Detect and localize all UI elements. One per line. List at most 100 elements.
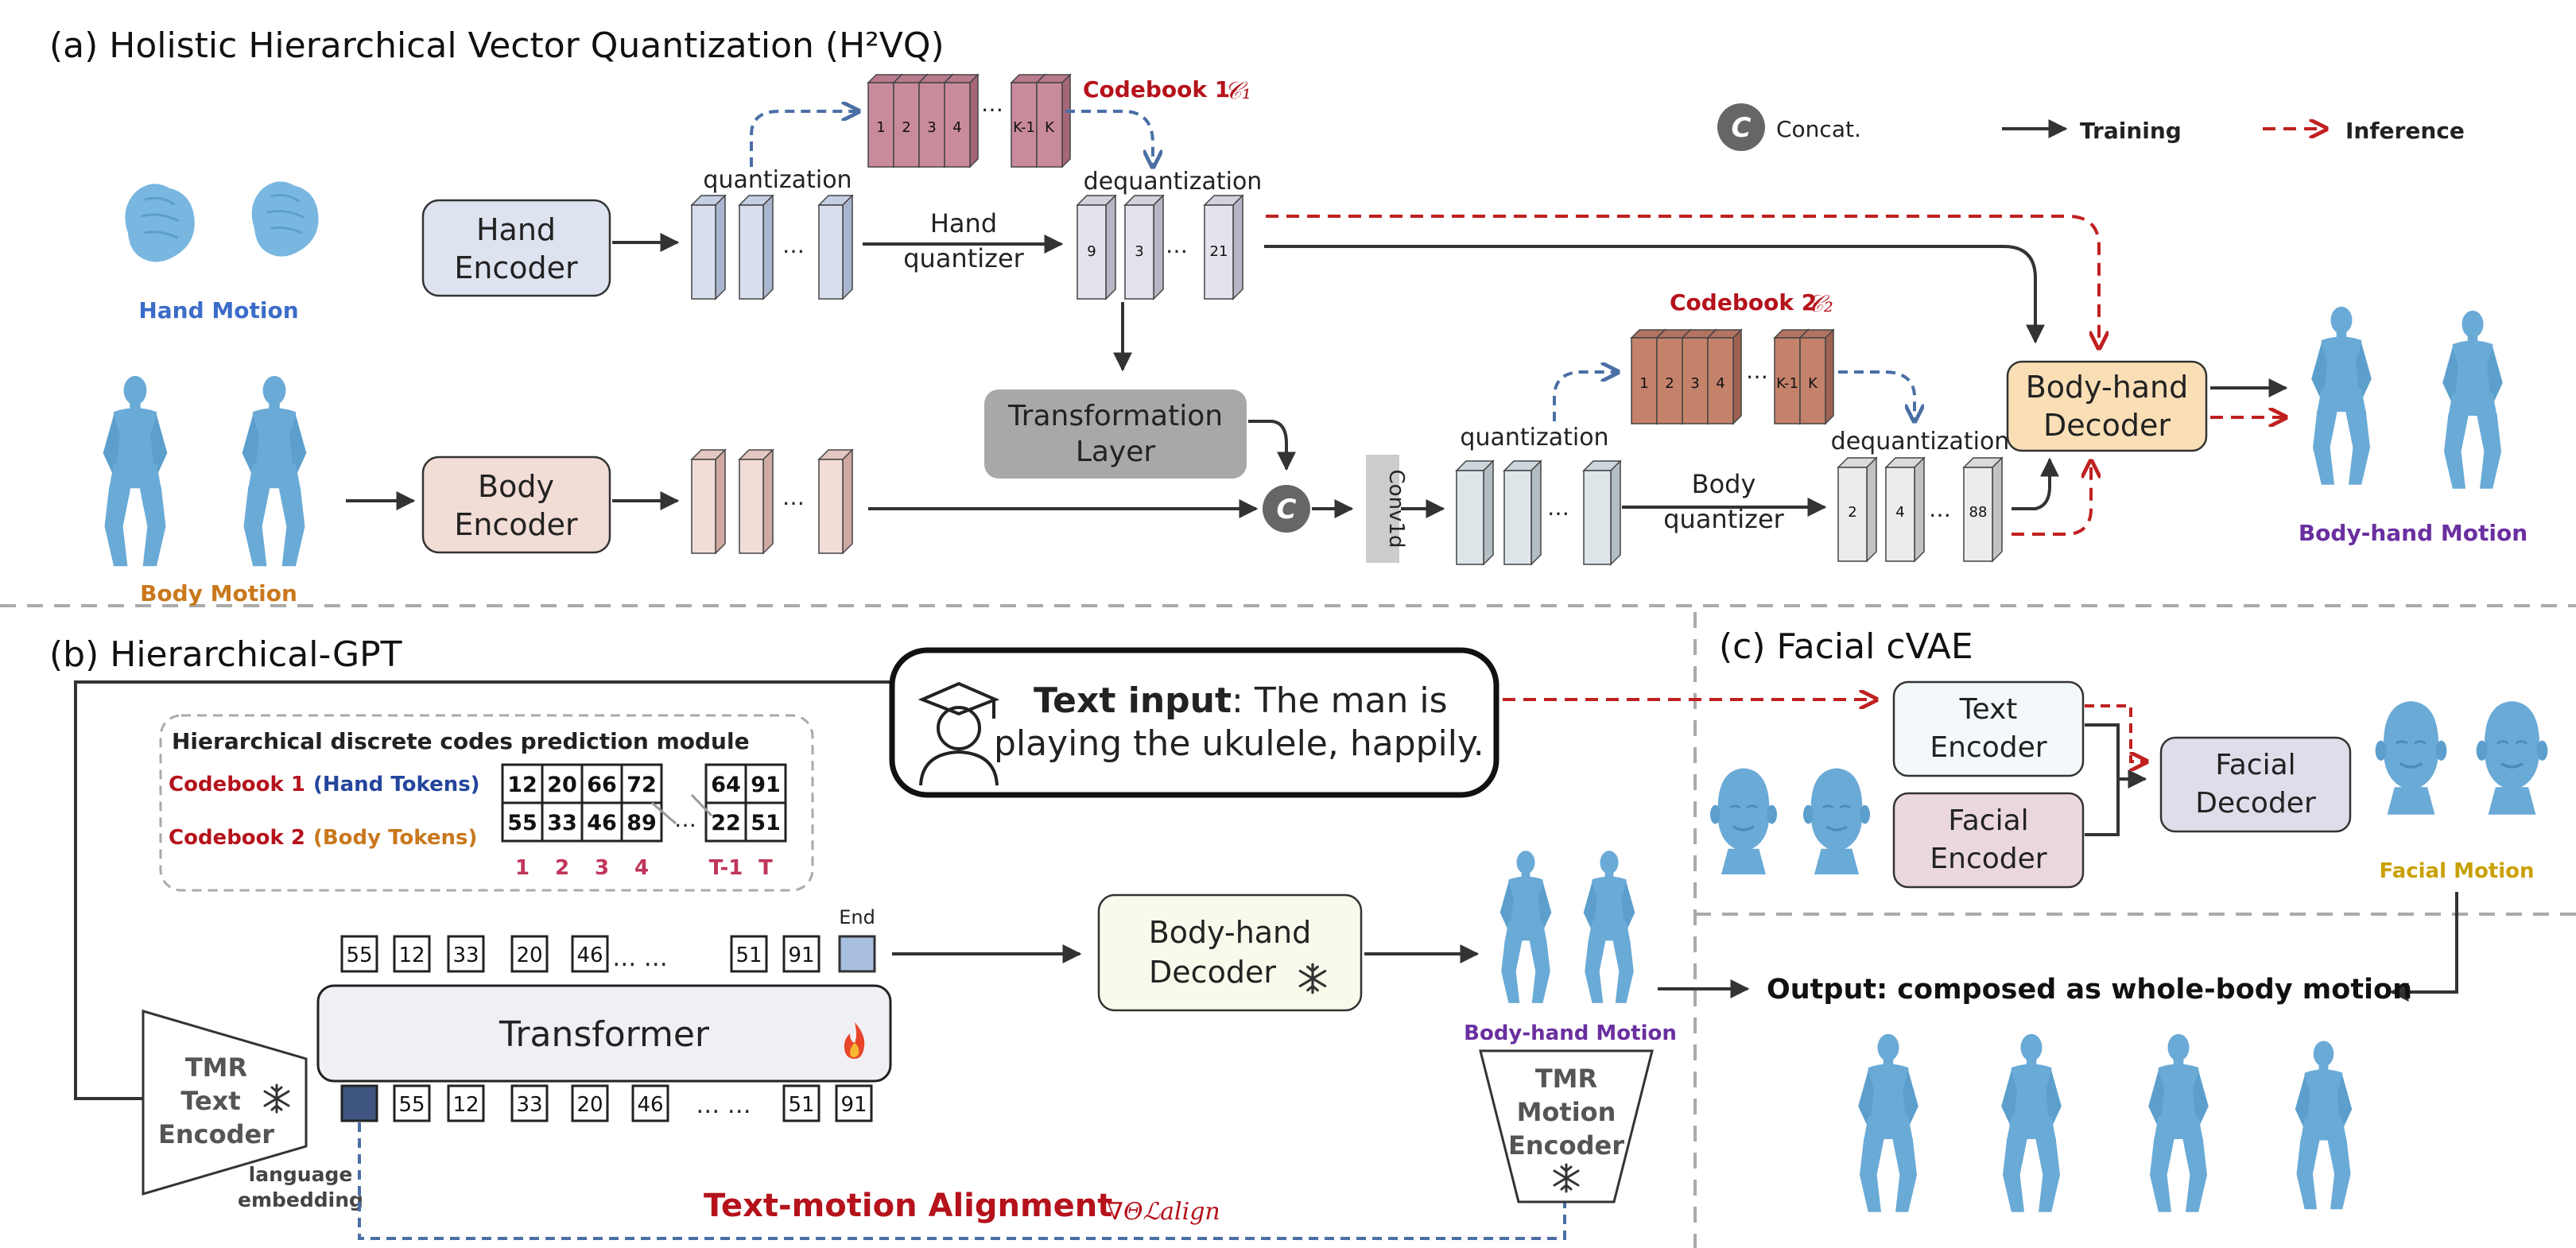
body-quantizer-line1: Body [1692, 469, 1756, 499]
arrow-hand-quantization [750, 111, 859, 167]
hand-encoder-line1: Hand [476, 212, 556, 247]
grid-bottom-value: 55 [507, 811, 537, 835]
cb2-token-label-paren: (Body Tokens) [313, 826, 477, 850]
token-value: 51 [788, 1093, 814, 1117]
grid-top-value: 91 [751, 773, 781, 797]
grid-cell-bottom [744, 801, 787, 843]
arrow-hand-dequantization [1065, 110, 1153, 167]
text-encoder: Text Encoder [1892, 680, 2085, 777]
body-token-slab [1962, 456, 2004, 563]
legend: C Concat. Training Inference [1717, 103, 2465, 151]
grid-cell-top [620, 763, 663, 804]
grid-index-value: T [758, 856, 773, 880]
body-token-label: 88 [1969, 504, 1988, 521]
codebook2-entry [1798, 328, 1835, 425]
token-value: 33 [452, 944, 479, 967]
facial-decoder-line2: Decoder [2195, 787, 2316, 820]
language-embedding-token [340, 1084, 378, 1122]
codebook1-entry-label: 3 [927, 119, 936, 136]
body-feature-slab [690, 448, 727, 555]
token-box [782, 1084, 821, 1122]
hand-quantizer-line1: Hand [930, 208, 997, 238]
grid-cell-top [501, 763, 544, 804]
text-input-bubble: Text input: The man is playing the ukule… [889, 647, 1499, 798]
concat-node [1263, 485, 1310, 533]
input-token-dots: … … [696, 1091, 751, 1119]
grid-cell-top [580, 763, 623, 804]
grid-index-value: 1 [515, 856, 530, 880]
body-feature-slab [738, 448, 774, 555]
bodyhand-output-label: Body-hand Motion [2299, 520, 2528, 546]
codebook2-entry [1706, 328, 1743, 425]
language-embedding-line2: embedding [238, 1188, 363, 1211]
bodyhand-motion-b-label: Body-hand Motion [1464, 1021, 1677, 1045]
body-token-label: 2 [1848, 504, 1856, 521]
combined-feature-stack [1455, 459, 1622, 566]
token-value: 91 [788, 944, 814, 967]
body-token-slab [1837, 456, 1878, 563]
hand-feat-ellipsis: … [782, 232, 805, 258]
token-box [447, 935, 485, 973]
combined-feature-slab [1582, 459, 1622, 566]
text-input-bold: Text input [1034, 680, 1232, 721]
token-box [571, 935, 609, 973]
tmr-text-line1: TMR [185, 1052, 247, 1083]
codebook2-entry-label: 4 [1716, 375, 1724, 392]
transformer-block: Transformer [316, 984, 892, 1083]
codebook1-entry-label: K-1 [1013, 119, 1035, 136]
legend-concat: Concat. [1776, 116, 1861, 142]
arrow-hand-inference [1266, 215, 2099, 348]
transformer-label: Transformer [499, 1014, 710, 1055]
cb1-token-label: Codebook 1(Hand Tokens) [169, 773, 480, 796]
arrow-body-quantization [1553, 372, 1618, 421]
grid-top-value: 66 [587, 773, 617, 797]
body-encoder-line1: Body [478, 469, 554, 504]
token-value: 20 [576, 1093, 603, 1117]
body-motion-label: Body Motion [140, 580, 297, 607]
hand-token-slab [1123, 194, 1165, 300]
token-value: 20 [516, 944, 542, 967]
hand-motion-label: Hand Motion [138, 297, 298, 324]
hand-dequantization-label: dequantization [1084, 168, 1263, 196]
token-value: 51 [735, 944, 762, 967]
token-box [571, 1084, 609, 1122]
hand-token-slab [1076, 194, 1117, 300]
combined-feat-ellipsis: … [1547, 494, 1569, 521]
hand-quantizer-line2: quantizer [903, 243, 1024, 273]
body-quantization-label: quantization [1460, 424, 1608, 452]
facial-input-heads [1709, 766, 1872, 874]
grid-top-value: 64 [711, 773, 741, 797]
codebook2-entry-label: 3 [1690, 375, 1699, 392]
token-box [510, 1084, 549, 1122]
hierarchical-module: Hierarchical discrete codes prediction m… [159, 714, 814, 892]
alignment-formula: ∇Θℒalign [1107, 1198, 1220, 1226]
codebook1-ellipsis: … [981, 91, 1003, 117]
grid-bottom-value: 46 [587, 811, 617, 835]
body-feature-stack [690, 448, 854, 555]
arrow-facial-inference [2085, 704, 2147, 762]
whole-body-2-icon [2001, 1033, 2062, 1212]
concat-symbol-icon [1717, 103, 1765, 151]
codebook2-entry-label: 1 [1639, 375, 1648, 392]
grid-index-value: 3 [595, 856, 609, 880]
cb1-token-label-paren: (Hand Tokens) [313, 773, 480, 796]
output-token-dots: … … [612, 944, 668, 972]
hand-feature-stack [690, 194, 854, 300]
token-value: 46 [637, 1093, 663, 1117]
combined-feature-slab [1503, 459, 1542, 566]
output-figure-2-icon [2442, 310, 2503, 489]
hand-feature-slab [817, 194, 854, 300]
hand-encoder-line2: Encoder [454, 250, 578, 285]
grid-ellipsis: … [674, 806, 696, 832]
codebook2-label: Codebook 2 [1670, 289, 1817, 316]
output-label: Output: composed as whole-body motion [1767, 974, 2412, 1006]
arrow-body-dequantization [1838, 370, 1915, 421]
whole-body-output-figures [1858, 1033, 2353, 1212]
tmr-text-encoder: TMR Text Encoder [142, 1009, 308, 1196]
grid-bottom-value: 51 [751, 811, 781, 835]
codebook1-entry [1035, 73, 1072, 169]
